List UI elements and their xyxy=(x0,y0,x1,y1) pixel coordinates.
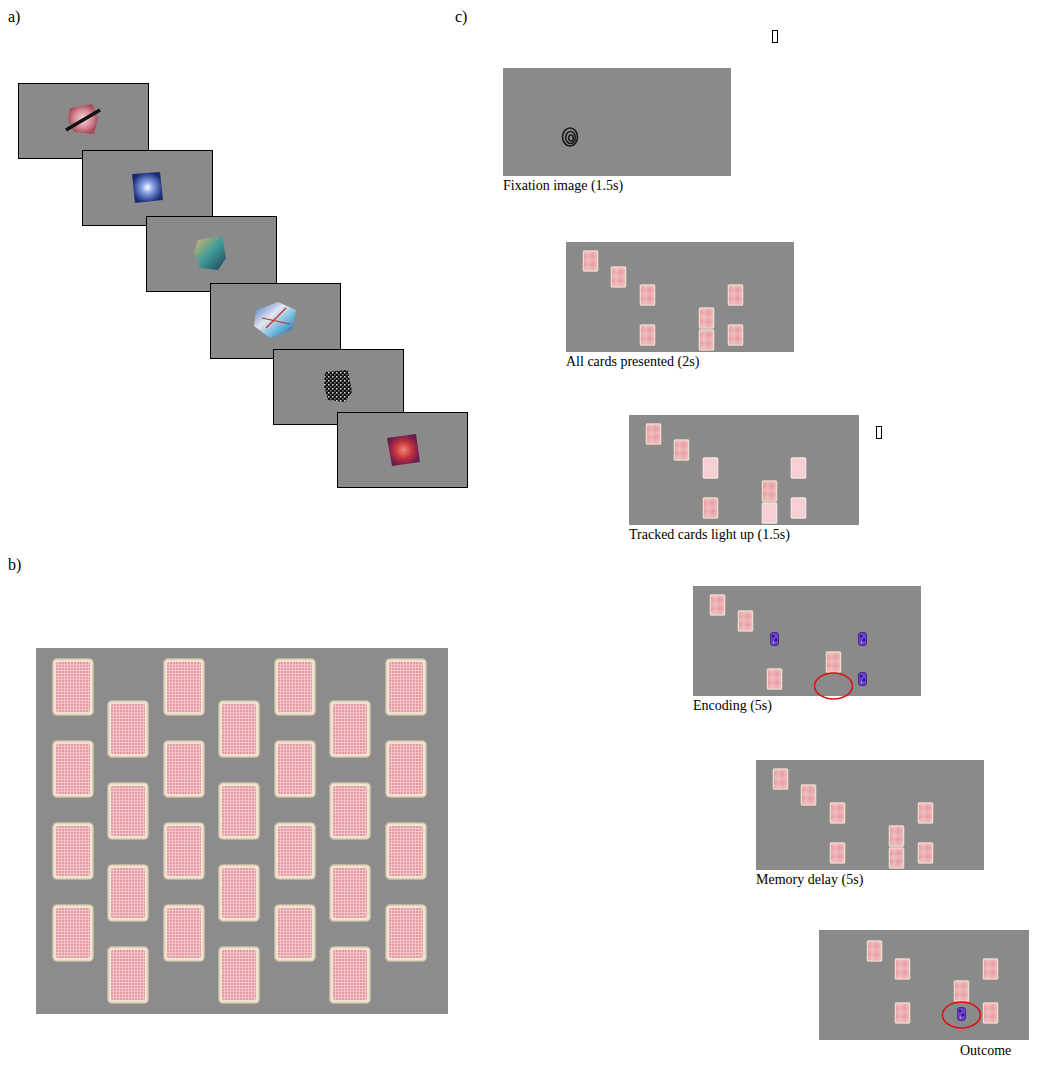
step-caption: Tracked cards light up (1.5s) xyxy=(629,527,790,543)
panel-letter: b) xyxy=(8,556,21,574)
panel-letter: a) xyxy=(8,8,20,26)
step-caption: Outcome xyxy=(960,1043,1011,1059)
step-caption: Memory delay (5s) xyxy=(756,872,863,888)
panel-letter: c) xyxy=(455,8,467,26)
step-caption: All cards presented (2s) xyxy=(566,354,699,370)
step-caption: Encoding (5s) xyxy=(693,698,772,714)
step-caption: Fixation image (1.5s) xyxy=(503,178,623,194)
